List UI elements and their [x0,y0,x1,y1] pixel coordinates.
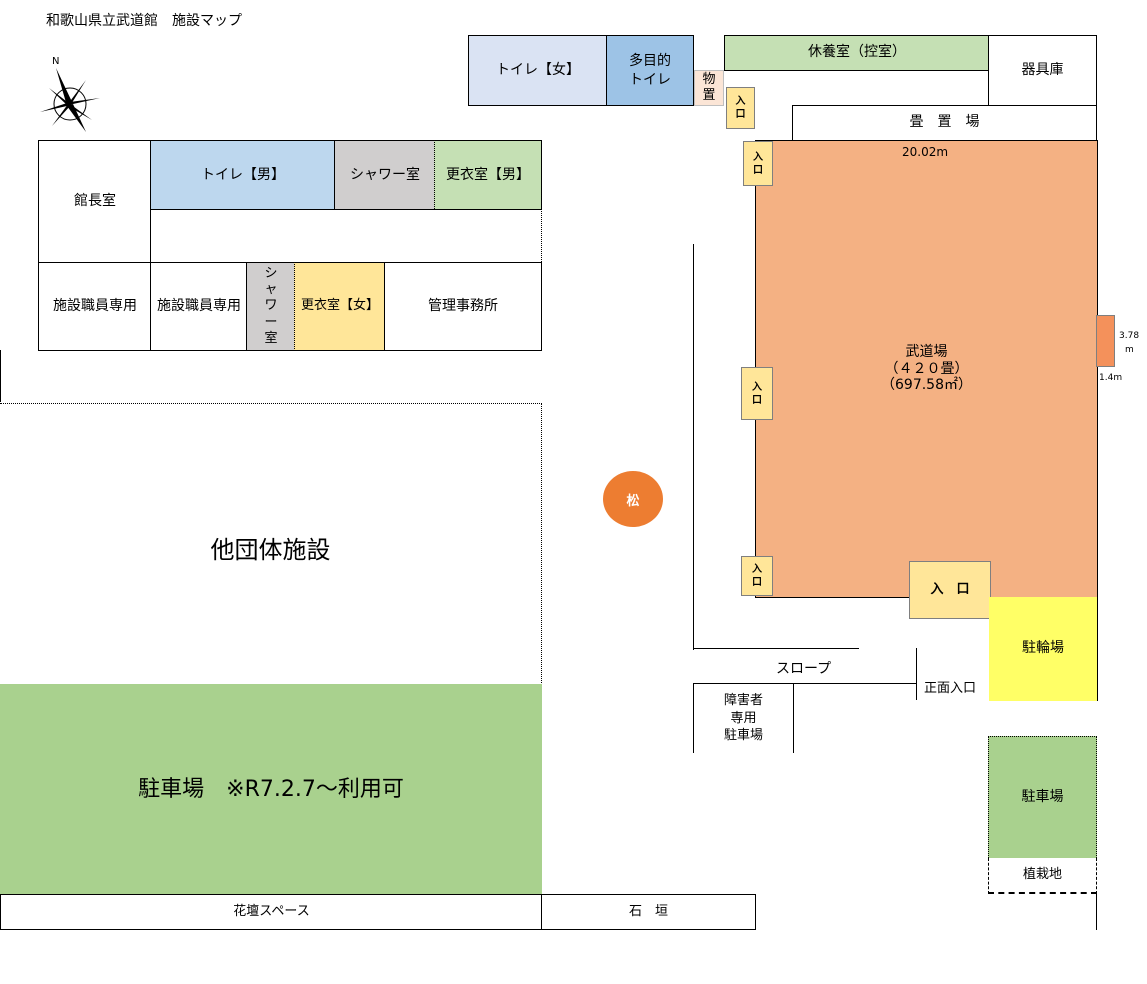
accessible-parking-line-3: 駐車場 [723,728,763,744]
director-room: 館長室 [38,140,152,264]
storage-small-line-1: 物 [702,72,716,88]
main-parking: 駐車場 ※R7.2.7～利用可 [0,684,542,896]
flower-bed-space: 花壇スペース [0,894,543,930]
side-depth-label: 1.4m [1099,373,1123,383]
entrance-marker-1: 入 口 [726,87,755,129]
dojo-name: 武道場 [905,343,948,360]
shower-room: シャワー室 [334,140,436,211]
side-width-unit: m [1125,345,1134,355]
entrance-marker-4: 入 口 [741,556,773,596]
toilet-male: トイレ【男】 [150,140,336,211]
admin-office: 管理事務所 [384,262,542,351]
corridor [150,209,542,264]
tatami-storage: 畳 置 場 [792,105,1097,141]
toilet-female: トイレ【女】 [468,35,608,106]
shower-vertical-char-1: シ [264,265,278,281]
entrance-marker-1-bottom: 口 [735,109,746,120]
shower-vertical-char-2: ャ [264,282,278,298]
shower-vertical-char-4: ー [264,314,278,330]
storage-small: 物 置 [694,70,724,106]
entrance-marker-3: 入 口 [741,367,773,420]
map-title: 和歌山県立武道館 施設マップ [46,13,242,29]
slope-line [693,683,917,684]
side-width-label: 3.78 [1119,331,1140,341]
dojo-side-projection [1096,315,1115,367]
entrance-marker-1-top: 入 [735,96,746,107]
planting-area-boundary [1096,894,1097,930]
shower-room-vertical: シ ャ ワ ー 室 [246,262,296,351]
shower-vertical-char-3: ワ [264,298,278,314]
accessible-parking: 障害者 専用 駐車場 [693,683,794,753]
multipurpose-toilet: 多目的 トイレ [606,35,694,106]
planting-area: 植栽地 [988,858,1097,894]
entrance-marker-3-bottom: 口 [752,394,762,406]
locker-male: 更衣室【男】 [434,140,542,211]
walkway-line-vertical [693,244,694,650]
dojo-width-label: 20.02m [902,145,949,159]
bicycle-parking: 駐輪場 [989,597,1098,701]
rest-room: 休養室（控室） [724,35,990,71]
entrance-marker-4-top: 入 [752,564,762,575]
locker-female: 更衣室【女】 [294,262,386,351]
front-entrance-label: 正面入口 [924,681,977,696]
entrance-marker-2-top: 入 [753,151,763,163]
main-entrance-marker: 入 口 [909,561,991,619]
entrance-marker-2-bottom: 口 [753,164,763,176]
slope-label: スロープ [776,661,832,677]
right-parking: 駐車場 [988,736,1097,860]
accessible-parking-line-2: 専用 [730,710,757,726]
entrance-marker-3-top: 入 [752,381,762,393]
storage-small-line-2: 置 [702,88,716,103]
stone-wall: 石 垣 [541,894,756,930]
compass-icon: N [34,54,106,136]
accessible-parking-line-1: 障害者 [723,693,763,709]
dojo-hall: 武道場 （４２０畳） （697.58㎡） [755,140,1098,598]
multipurpose-toilet-line-1: 多目的 [629,52,671,69]
multipurpose-toilet-line-2: トイレ [629,71,671,88]
entrance-marker-4-bottom: 口 [752,577,762,588]
boundary-line [0,350,1,402]
staff-only-room-2: 施設職員専用 [150,262,248,351]
compass-north-label: N [52,56,59,67]
staff-only-room-1: 施設職員専用 [38,262,152,351]
shower-vertical-char-5: 室 [264,330,278,346]
pine-tree-marker: 松 [603,471,663,527]
dojo-area: （697.58㎡） [881,377,972,394]
dojo-capacity: （４２０畳） [884,360,969,377]
other-facility: 他団体施設 [0,403,542,685]
equipment-storage: 器具庫 [988,35,1097,106]
entrance-marker-2: 入 口 [743,141,773,186]
front-entrance-line [916,648,917,700]
walkway-line-horizontal [693,648,859,649]
